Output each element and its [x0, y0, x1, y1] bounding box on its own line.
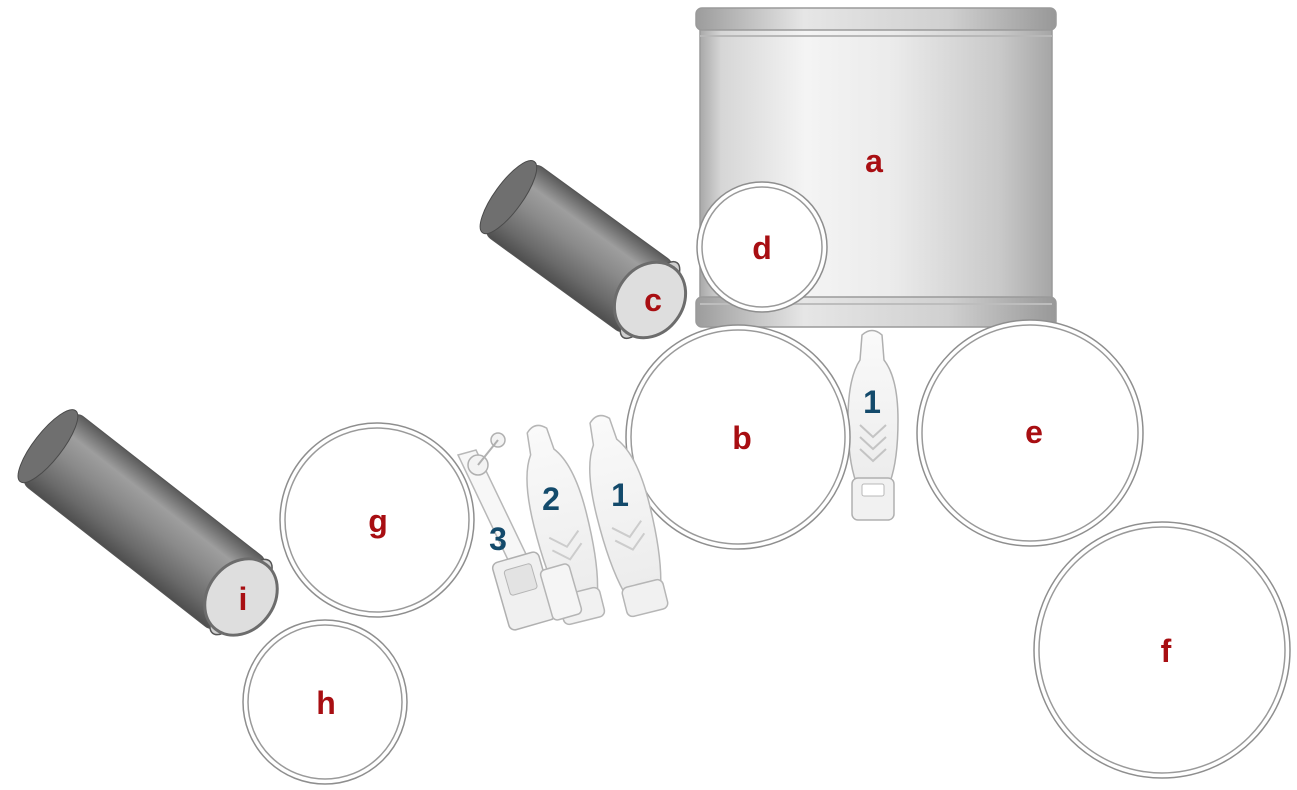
drum-c-head: c — [612, 260, 688, 340]
drum-i-head: i — [203, 557, 279, 637]
pedal-center: 1 — [847, 329, 899, 521]
drum-label-c: c — [644, 282, 662, 318]
drum-h: h — [242, 619, 408, 785]
drum-e: e — [916, 319, 1144, 547]
drum-d: d — [696, 181, 828, 313]
pedal-label-left-1: 1 — [611, 477, 629, 513]
drum-label-a: a — [865, 143, 883, 179]
drum-label-f: f — [1161, 633, 1172, 669]
pedal-label-left-3: 3 — [489, 521, 507, 557]
drum-b: b — [625, 324, 851, 550]
drum-label-i: i — [239, 581, 248, 617]
drum-g: g — [279, 422, 475, 618]
drum-label-d: d — [752, 230, 772, 266]
drum-label-e: e — [1025, 414, 1043, 450]
pedal-label-left-2: 2 — [542, 481, 560, 517]
drum-f: f — [1033, 521, 1291, 779]
pedal-left-1 — [589, 414, 669, 618]
pedal-left-3: 3 — [456, 432, 583, 631]
drum-label-h: h — [316, 685, 336, 721]
drum-label-g: g — [368, 503, 388, 539]
pedal-label-center-1: 1 — [863, 384, 881, 420]
drum-label-b: b — [732, 420, 752, 456]
